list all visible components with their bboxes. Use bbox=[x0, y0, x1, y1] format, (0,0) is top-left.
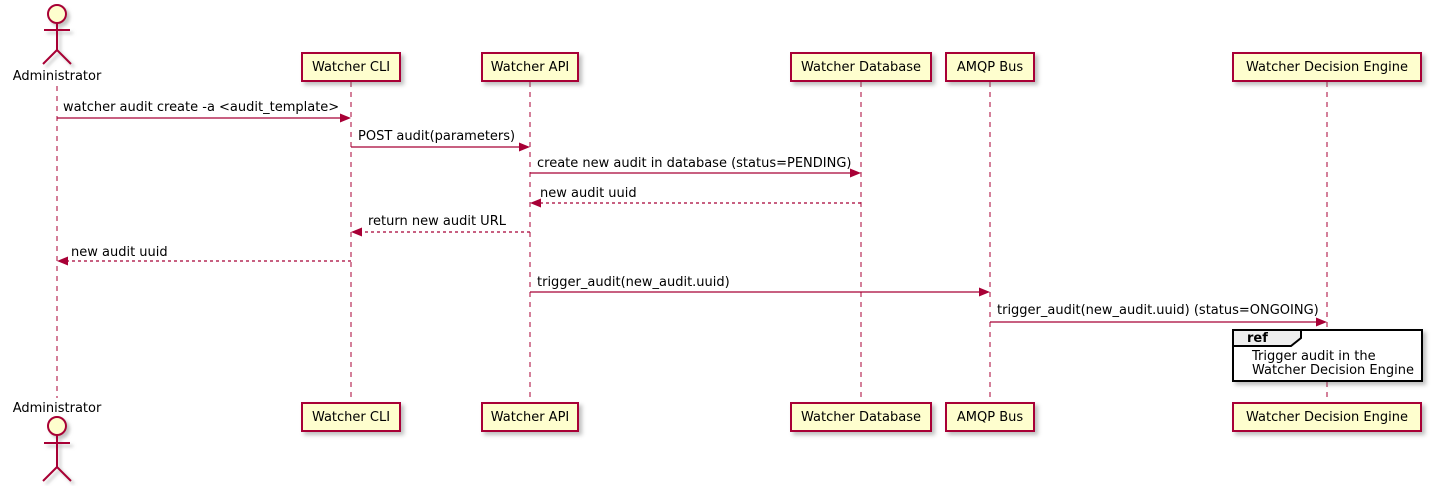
message-arrow-1 bbox=[57, 113, 351, 123]
actor-label-top: Administrator bbox=[12, 69, 102, 84]
participant-label: Watcher Decision Engine bbox=[1246, 409, 1408, 425]
participant-box-watcher-api-bottom: Watcher API bbox=[481, 402, 579, 432]
message-label-1: watcher audit create -a <audit_template> bbox=[63, 100, 340, 115]
actor-label-bottom: Administrator bbox=[12, 401, 102, 416]
ref-header-shape bbox=[1232, 329, 1302, 347]
message-label-7: trigger_audit(new_audit.uuid) bbox=[537, 275, 730, 290]
participant-label: Watcher CLI bbox=[311, 59, 391, 75]
actor-icon-top bbox=[42, 4, 72, 65]
participant-box-amqp-bus-bottom: AMQP Bus bbox=[945, 402, 1035, 432]
participant-box-watcher-cli-top: Watcher CLI bbox=[301, 52, 401, 82]
participant-box-watcher-api-top: Watcher API bbox=[481, 52, 579, 82]
message-label-5: return new audit URL bbox=[368, 214, 506, 229]
message-arrow-8 bbox=[990, 317, 1327, 327]
participant-box-watcher-decision-engine-bottom: Watcher Decision Engine bbox=[1232, 402, 1422, 432]
message-label-3: create new audit in database (status=PEN… bbox=[537, 156, 852, 171]
message-arrow-4 bbox=[530, 198, 861, 208]
ref-text-line: Trigger audit in the bbox=[1252, 349, 1376, 364]
participant-label: Watcher CLI bbox=[311, 409, 391, 425]
ref-keyword: ref bbox=[1247, 331, 1268, 346]
participant-label: AMQP Bus bbox=[956, 59, 1024, 75]
message-arrow-3 bbox=[530, 168, 861, 178]
participant-box-amqp-bus-top: AMQP Bus bbox=[945, 52, 1035, 82]
message-arrow-2 bbox=[351, 142, 530, 152]
ref-fragment: ref Trigger audit in the Watcher Decisio… bbox=[1232, 329, 1423, 382]
ref-text-line: Watcher Decision Engine bbox=[1252, 363, 1414, 378]
participant-box-watcher-database-top: Watcher Database bbox=[790, 52, 932, 82]
message-arrow-5 bbox=[351, 227, 530, 237]
message-label-4: new audit uuid bbox=[540, 186, 637, 201]
actor-icon-bottom bbox=[42, 416, 72, 482]
ref-body: Trigger audit in the Watcher Decision En… bbox=[1252, 350, 1414, 378]
message-arrow-6 bbox=[57, 256, 351, 266]
participant-box-watcher-cli-bottom: Watcher CLI bbox=[301, 402, 401, 432]
participant-label: Watcher API bbox=[490, 59, 570, 75]
participant-label: Watcher Decision Engine bbox=[1246, 59, 1408, 75]
participant-label: Watcher API bbox=[490, 409, 570, 425]
participant-label: AMQP Bus bbox=[956, 409, 1024, 425]
participant-box-watcher-decision-engine-top: Watcher Decision Engine bbox=[1232, 52, 1422, 82]
message-arrow-7 bbox=[530, 287, 990, 297]
participant-label: Watcher Database bbox=[801, 59, 921, 75]
message-label-8: trigger_audit(new_audit.uuid) (status=ON… bbox=[997, 303, 1319, 318]
message-label-6: new audit uuid bbox=[71, 245, 168, 260]
message-label-2: POST audit(parameters) bbox=[358, 129, 516, 144]
participant-box-watcher-database-bottom: Watcher Database bbox=[790, 402, 932, 432]
participant-label: Watcher Database bbox=[801, 409, 921, 425]
